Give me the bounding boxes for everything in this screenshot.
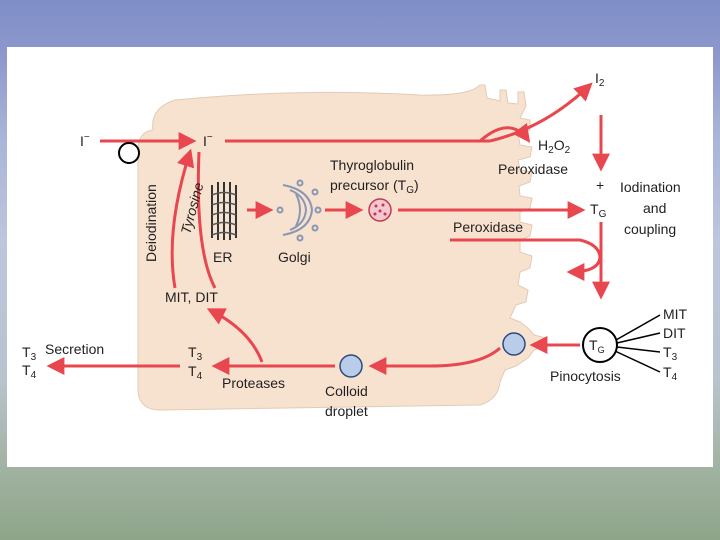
peroxidase-mid-label: Peroxidase bbox=[453, 219, 523, 235]
and-label: and bbox=[643, 200, 666, 216]
mit-dit-arrow bbox=[206, 308, 264, 363]
tg-circle-label: TG bbox=[589, 337, 605, 355]
precursor-label: precursor (TG) bbox=[330, 177, 419, 196]
tyrosine-arrow bbox=[196, 151, 217, 289]
mit-right-label: MIT bbox=[663, 306, 688, 322]
pinocytosis-label: Pinocytosis bbox=[550, 368, 621, 384]
t4-left-label: T4 bbox=[22, 362, 37, 381]
coupling-label: coupling bbox=[624, 221, 676, 237]
iodide-transporter bbox=[118, 142, 140, 164]
deiodination-label: Deiodination bbox=[143, 184, 159, 262]
iodination-label: Iodination bbox=[620, 179, 681, 195]
t3-right-label: T3 bbox=[663, 344, 678, 363]
tg-breakdown-lines bbox=[614, 314, 661, 373]
peroxidase-top-label: Peroxidase bbox=[498, 161, 568, 177]
thyroglobulin-label: Thyroglobulin bbox=[330, 157, 414, 173]
droplet-label: droplet bbox=[325, 403, 368, 419]
secretion-label: Secretion bbox=[45, 341, 104, 357]
golgi-label: Golgi bbox=[278, 249, 311, 265]
er-label: ER bbox=[213, 249, 232, 265]
pinocytosis-vesicle bbox=[502, 332, 526, 356]
t3-left-label: T3 bbox=[22, 344, 37, 363]
iodide-outside-label: I− bbox=[80, 132, 90, 149]
er-organelle bbox=[211, 182, 237, 240]
colloid-label: Colloid bbox=[325, 383, 368, 399]
tg-label: TG bbox=[590, 201, 607, 220]
i2-label: I2 bbox=[595, 70, 605, 89]
plus-label: + bbox=[596, 177, 604, 193]
golgi-organelle bbox=[276, 179, 322, 242]
t3-mid-label: T3 bbox=[188, 344, 203, 363]
to-colloid-arrow bbox=[368, 346, 502, 375]
t4-mid-label: T4 bbox=[188, 363, 203, 382]
dit-right-label: DIT bbox=[663, 325, 686, 341]
h2o2-label: H2O2 bbox=[538, 137, 571, 156]
t4-right-label: T4 bbox=[663, 364, 678, 383]
h2o2-arrow bbox=[479, 123, 531, 143]
colloid-droplet bbox=[339, 354, 363, 378]
i2-arrow bbox=[489, 82, 593, 143]
iodide-inside-label: I− bbox=[203, 132, 213, 149]
mit-dit-label: MIT, DIT bbox=[165, 289, 218, 305]
deiodination-arrow bbox=[170, 148, 195, 289]
tg-colloid-circle bbox=[582, 327, 618, 363]
proteases-label: Proteases bbox=[222, 375, 285, 391]
